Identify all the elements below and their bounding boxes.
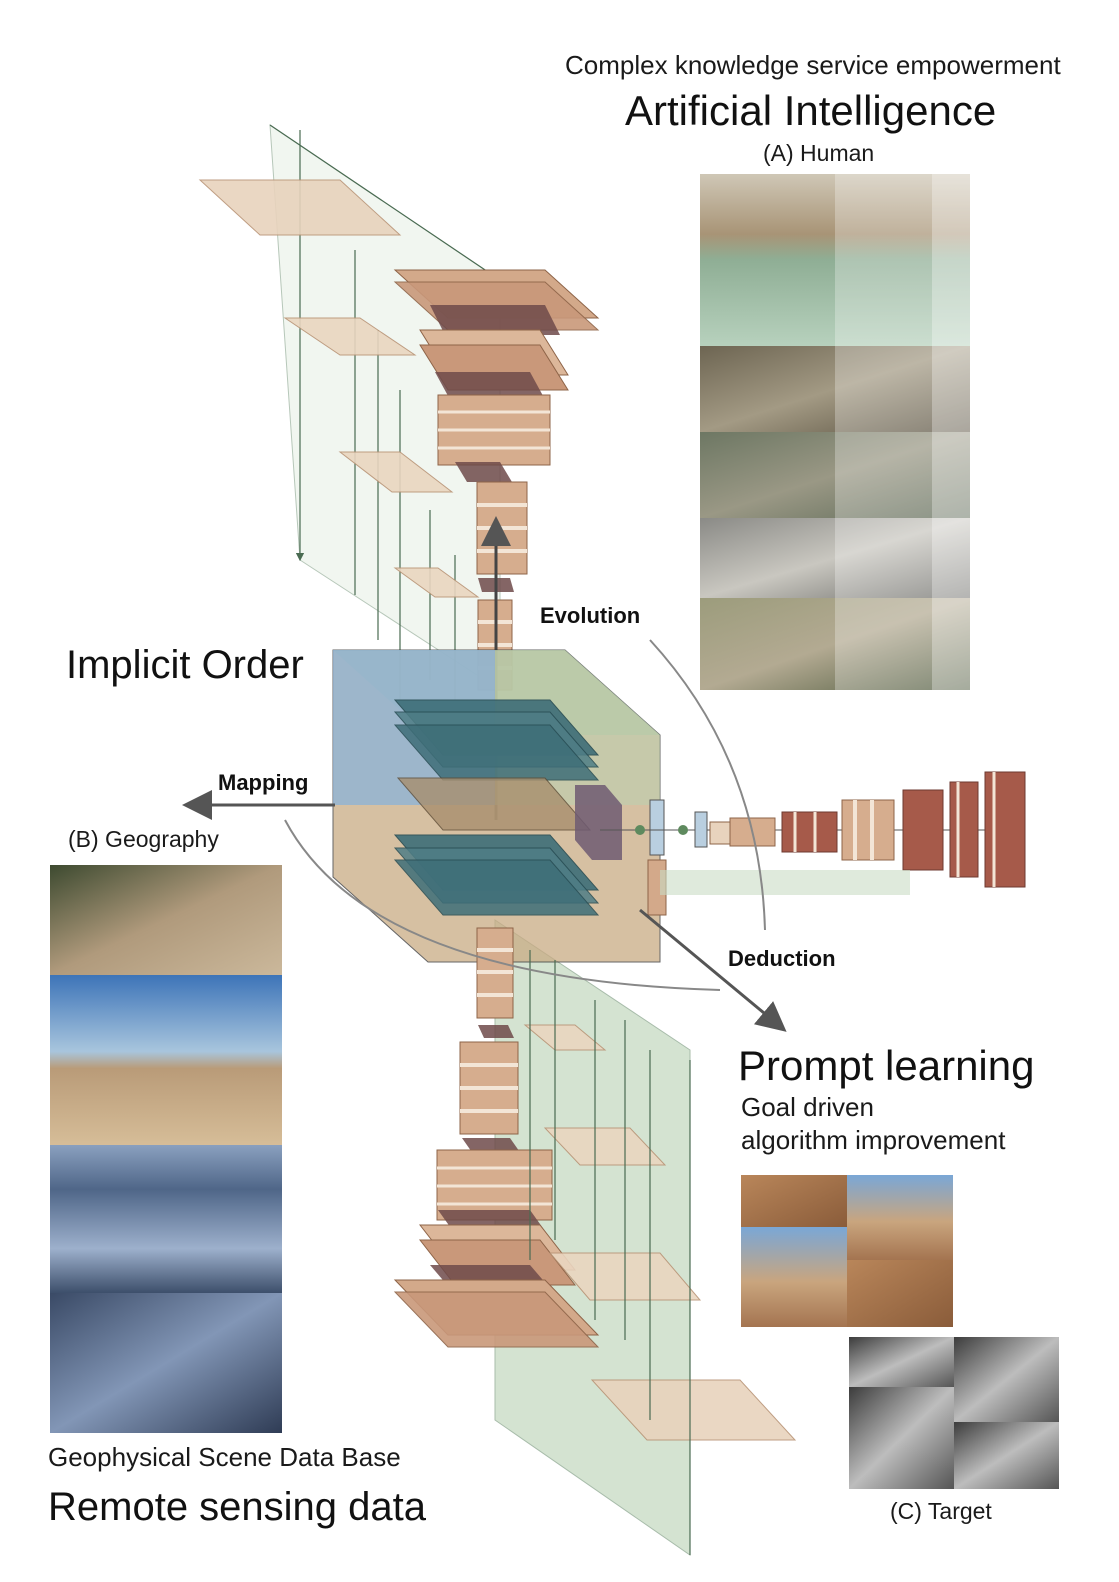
prompt-photo-collage (741, 1175, 953, 1327)
implicit-order-title: Implicit Order (66, 643, 304, 687)
evolution-label: Evolution (540, 603, 641, 628)
implicit-order-cube (332, 649, 667, 963)
right-block-chain (600, 771, 1026, 895)
mapping-label: Mapping (218, 770, 309, 795)
remote-sensing-title: Remote sensing data (48, 1485, 427, 1529)
prompt-algorithm-line: algorithm improvement (741, 1125, 1006, 1155)
geography-photo-strip (50, 865, 282, 1433)
human-caption: (A) Human (763, 140, 875, 166)
human-photo-strip (700, 174, 970, 690)
deduction-label: Deduction (728, 946, 836, 971)
lower-stacked-blocks (393, 927, 600, 1348)
lower-skip-lines (529, 950, 691, 1555)
relation-arcs (284, 639, 766, 991)
prompt-goal-line: Goal driven (741, 1092, 874, 1122)
geophysical-db-label: Geophysical Scene Data Base (48, 1442, 401, 1472)
upper-stacked-blocks (393, 269, 600, 691)
target-photo-collage (849, 1337, 1059, 1489)
deduction-arrow (639, 908, 787, 1032)
ai-title: Artificial Intelligence (625, 87, 997, 134)
geography-caption: (B) Geography (68, 826, 219, 852)
ai-subtitle: Complex knowledge service empowerment (565, 50, 1061, 80)
lower-flat-slabs (523, 1024, 797, 1441)
target-caption: (C) Target (890, 1498, 992, 1524)
prompt-learning-title: Prompt learning (738, 1042, 1035, 1089)
upper-flat-slabs (198, 179, 480, 598)
